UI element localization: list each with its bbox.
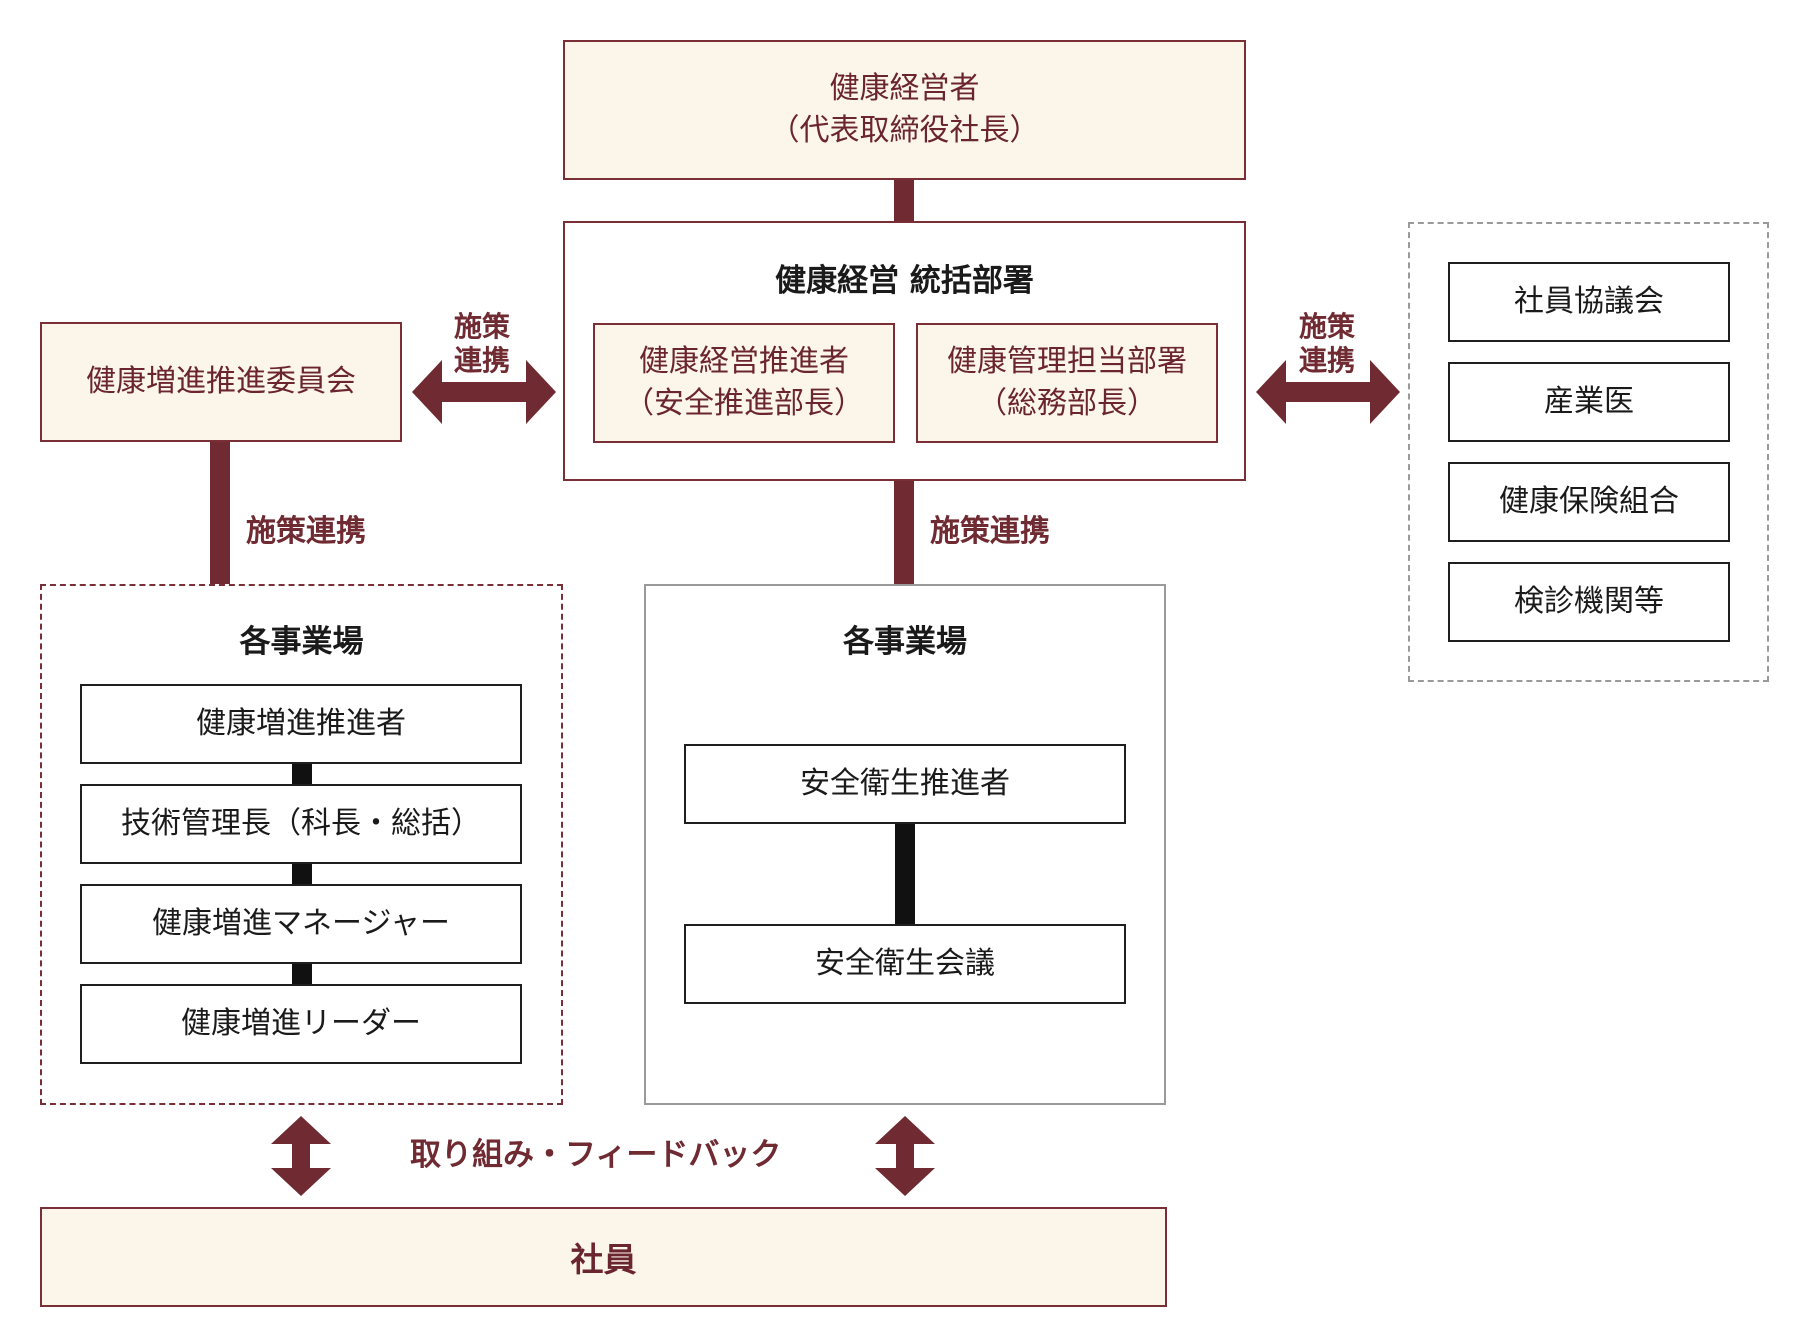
- hq-promoter-title: 健康経営推進者: [639, 344, 849, 379]
- external-item-label: 産業医: [1544, 384, 1634, 419]
- committee-label: 健康増進推進委員会: [86, 364, 356, 399]
- link-label-left: 施策連携: [246, 514, 366, 549]
- site-left-item: 健康増進リーダー: [80, 984, 522, 1064]
- external-item-label: 検診機関等: [1514, 584, 1664, 619]
- left-double-arrow-icon: [412, 360, 556, 424]
- feedback-left-arrow-icon: [271, 1116, 331, 1196]
- link-label-center: 施策連携: [930, 514, 1050, 549]
- site-left-item: 技術管理長（科長・総括）: [80, 784, 522, 864]
- site-left-item-label: 健康増進マネージャー: [152, 906, 450, 941]
- right-arrow-label: 施策 連携: [1265, 308, 1389, 380]
- site-left-item-label: 技術管理長（科長・総括）: [121, 806, 481, 841]
- external-item: 社員協議会: [1448, 262, 1730, 342]
- site-left-item: 健康増進マネージャー: [80, 884, 522, 964]
- feedback-label: 取り組み・フィードバック: [410, 1137, 782, 1173]
- feedback-center-arrow-icon: [875, 1116, 935, 1196]
- site-left-connector: [292, 864, 312, 884]
- site-center-item-label: 安全衛生推進者: [800, 766, 1010, 801]
- committee-box: 健康増進推進委員会: [40, 322, 402, 442]
- top-executive-role: （代表取締役社長）: [769, 113, 1040, 148]
- external-partners-group: 社員協議会 産業医 健康保険組合 検診機関等: [1408, 222, 1769, 682]
- connector-hq-site: [894, 481, 914, 584]
- external-item-label: 健康保険組合: [1499, 484, 1679, 519]
- external-item: 検診機関等: [1448, 562, 1730, 642]
- top-executive-box: 健康経営者 （代表取締役社長）: [563, 40, 1246, 180]
- site-left-connector: [292, 764, 312, 784]
- site-left-item-label: 健康増進リーダー: [181, 1006, 421, 1041]
- hq-promoter-role: （安全推進部長）: [624, 386, 864, 421]
- hq-management-role: （総務部長）: [977, 386, 1157, 421]
- hq-title: 健康経営 統括部署: [775, 262, 1034, 299]
- site-left-title: 各事業場: [239, 623, 364, 660]
- site-center-item: 安全衛生推進者: [684, 744, 1126, 824]
- hq-box: 健康経営 統括部署 健康経営推進者 （安全推進部長） 健康管理担当部署 （総務部…: [563, 221, 1246, 481]
- right-arrow-label-line2: 連携: [1298, 344, 1355, 377]
- hq-promoter-box: 健康経営推進者 （安全推進部長）: [593, 323, 895, 443]
- top-executive-title: 健康経営者: [829, 71, 980, 106]
- site-center-connector: [895, 824, 915, 924]
- left-arrow-label-line2: 連携: [453, 344, 510, 377]
- external-item-label: 社員協議会: [1514, 284, 1664, 319]
- right-arrow-label-line1: 施策: [1298, 310, 1355, 343]
- hq-management-box: 健康管理担当部署 （総務部長）: [916, 323, 1218, 443]
- right-double-arrow-icon: [1256, 360, 1400, 424]
- site-left-item-label: 健康増進推進者: [196, 706, 406, 741]
- site-center-item: 安全衛生会議: [684, 924, 1126, 1004]
- site-left-group: 各事業場 健康増進推進者 技術管理長（科長・総括） 健康増進マネージャー 健康増…: [40, 584, 563, 1105]
- site-center-title: 各事業場: [843, 623, 967, 660]
- external-item: 健康保険組合: [1448, 462, 1730, 542]
- left-arrow-label: 施策 連携: [420, 308, 544, 380]
- employees-label: 社員: [570, 1240, 637, 1279]
- employees-box: 社員: [40, 1207, 1167, 1307]
- site-center-item-label: 安全衛生会議: [815, 946, 995, 981]
- site-left-connector: [292, 964, 312, 984]
- external-item: 産業医: [1448, 362, 1730, 442]
- site-left-item: 健康増進推進者: [80, 684, 522, 764]
- connector-top-hq: [894, 180, 914, 222]
- connector-committee-site: [210, 442, 230, 584]
- site-center-group: 各事業場 安全衛生推進者 安全衛生会議: [644, 584, 1166, 1105]
- left-arrow-label-line1: 施策: [453, 310, 510, 343]
- hq-management-title: 健康管理担当部署: [947, 344, 1187, 379]
